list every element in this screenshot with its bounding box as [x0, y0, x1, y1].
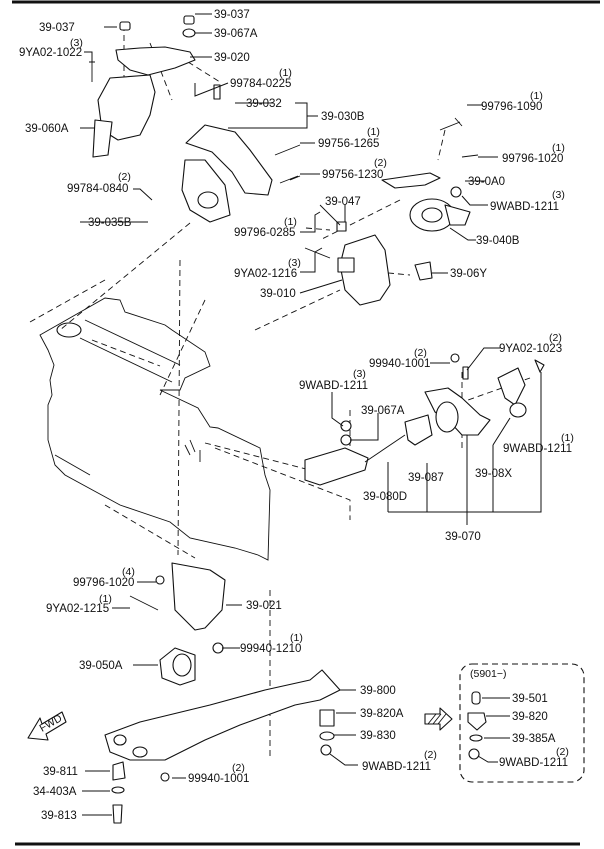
- part-label: 39-070: [445, 531, 481, 543]
- qty-label: (2): [424, 749, 437, 761]
- side-mount-parts: [304, 117, 479, 306]
- part-label: 39-385A: [512, 733, 556, 745]
- inset-arrow-icon: [424, 707, 453, 731]
- qty-label: (1): [530, 90, 543, 102]
- part-label: 99756-1265: [318, 138, 379, 150]
- part-label: 39-830: [360, 730, 396, 742]
- part-label: 39-08X: [475, 468, 512, 480]
- part-label: 39-010: [260, 288, 296, 300]
- part-label: 99796-1020: [73, 577, 134, 589]
- qty-label: (3): [288, 257, 301, 269]
- part-label: 39-035B: [88, 217, 132, 229]
- part-label: 99796-0285: [234, 227, 295, 239]
- part-label: 9WABD-1211: [299, 380, 368, 392]
- part-label: 39-813: [41, 810, 77, 822]
- part-label: 9WABD-1211: [362, 761, 431, 773]
- part-label: 39-067A: [361, 405, 405, 417]
- part-label: 99784-0225: [230, 78, 291, 90]
- qty-label: (2): [556, 746, 569, 758]
- part-label: 9YA02-1023: [499, 343, 562, 355]
- part-label: 99796-1090: [481, 101, 542, 113]
- part-label: 9WABD-1211: [499, 757, 568, 769]
- part-label: 39-020: [214, 52, 250, 64]
- qty-label: (4): [122, 566, 135, 578]
- part-label: 39-037: [214, 9, 250, 21]
- part-label: 39-060A: [25, 123, 69, 135]
- part-label: 39-087: [408, 472, 444, 484]
- qty-label: (1): [284, 216, 297, 228]
- qty-label: (2): [549, 332, 562, 344]
- part-label: 9YA02-1216: [234, 268, 297, 280]
- part-label: 99940-1001: [369, 358, 430, 370]
- part-label: 39-0A0: [468, 176, 505, 188]
- part-label: 99940-1001: [188, 773, 249, 785]
- part-label: 9YA02-1215: [46, 603, 109, 615]
- qty-label: (2): [118, 171, 131, 183]
- part-label: 39-811: [43, 766, 78, 778]
- part-label: 39-050A: [79, 660, 123, 672]
- inset-box: (5901−): [459, 663, 585, 783]
- part-label: 39-501: [512, 693, 548, 705]
- fwd-arrow-icon: FWD: [27, 711, 67, 741]
- part-label: 39-021: [246, 600, 282, 612]
- part-label: 39-047: [325, 196, 361, 208]
- qty-label: (1): [367, 126, 380, 138]
- qty-label: (2): [374, 157, 387, 169]
- qty-label: (1): [561, 432, 574, 444]
- part-label: 99940-1210: [240, 643, 301, 655]
- qty-label: (1): [552, 142, 565, 154]
- part-labels: 39-037 39-037 39-067A (3) 9YA02-1022 39-…: [19, 9, 574, 822]
- lower-mount-parts: [104, 562, 341, 824]
- part-label: 99756-1230: [322, 169, 383, 181]
- part-label: 34-403A: [33, 786, 77, 798]
- part-label: 39-037: [39, 22, 75, 34]
- part-label: 99796-1020: [502, 153, 563, 165]
- leader-lines: [80, 13, 542, 816]
- qty-label: (2): [414, 347, 427, 359]
- qty-label: (1): [279, 67, 292, 79]
- qty-label: (1): [99, 593, 112, 605]
- part-label: 39-032: [246, 98, 282, 110]
- part-label: 39-030B: [321, 111, 365, 123]
- part-label: 9YA02-1022: [19, 47, 82, 59]
- part-label: 99784-0840: [67, 183, 128, 195]
- qty-label: (3): [353, 368, 366, 380]
- qty-label: (2): [232, 762, 245, 774]
- engine-block: [39, 297, 271, 561]
- qty-label: (1): [290, 632, 303, 644]
- part-label: 39-820A: [360, 708, 404, 720]
- part-label: 39-800: [360, 685, 396, 697]
- inset-label: (5901−): [470, 668, 506, 680]
- part-label: 9WABD-1211: [503, 443, 572, 455]
- part-label: 39-820: [512, 711, 548, 723]
- qty-label: (3): [70, 37, 83, 49]
- part-label: 9WABD-1211: [490, 201, 559, 213]
- part-label: 39-06Y: [450, 268, 487, 280]
- part-label: 39-080D: [363, 491, 407, 503]
- qty-label: (3): [552, 189, 565, 201]
- part-label: 39-040B: [476, 235, 520, 247]
- part-label: 39-067A: [214, 28, 258, 40]
- transmission-mount-parts: [304, 353, 545, 486]
